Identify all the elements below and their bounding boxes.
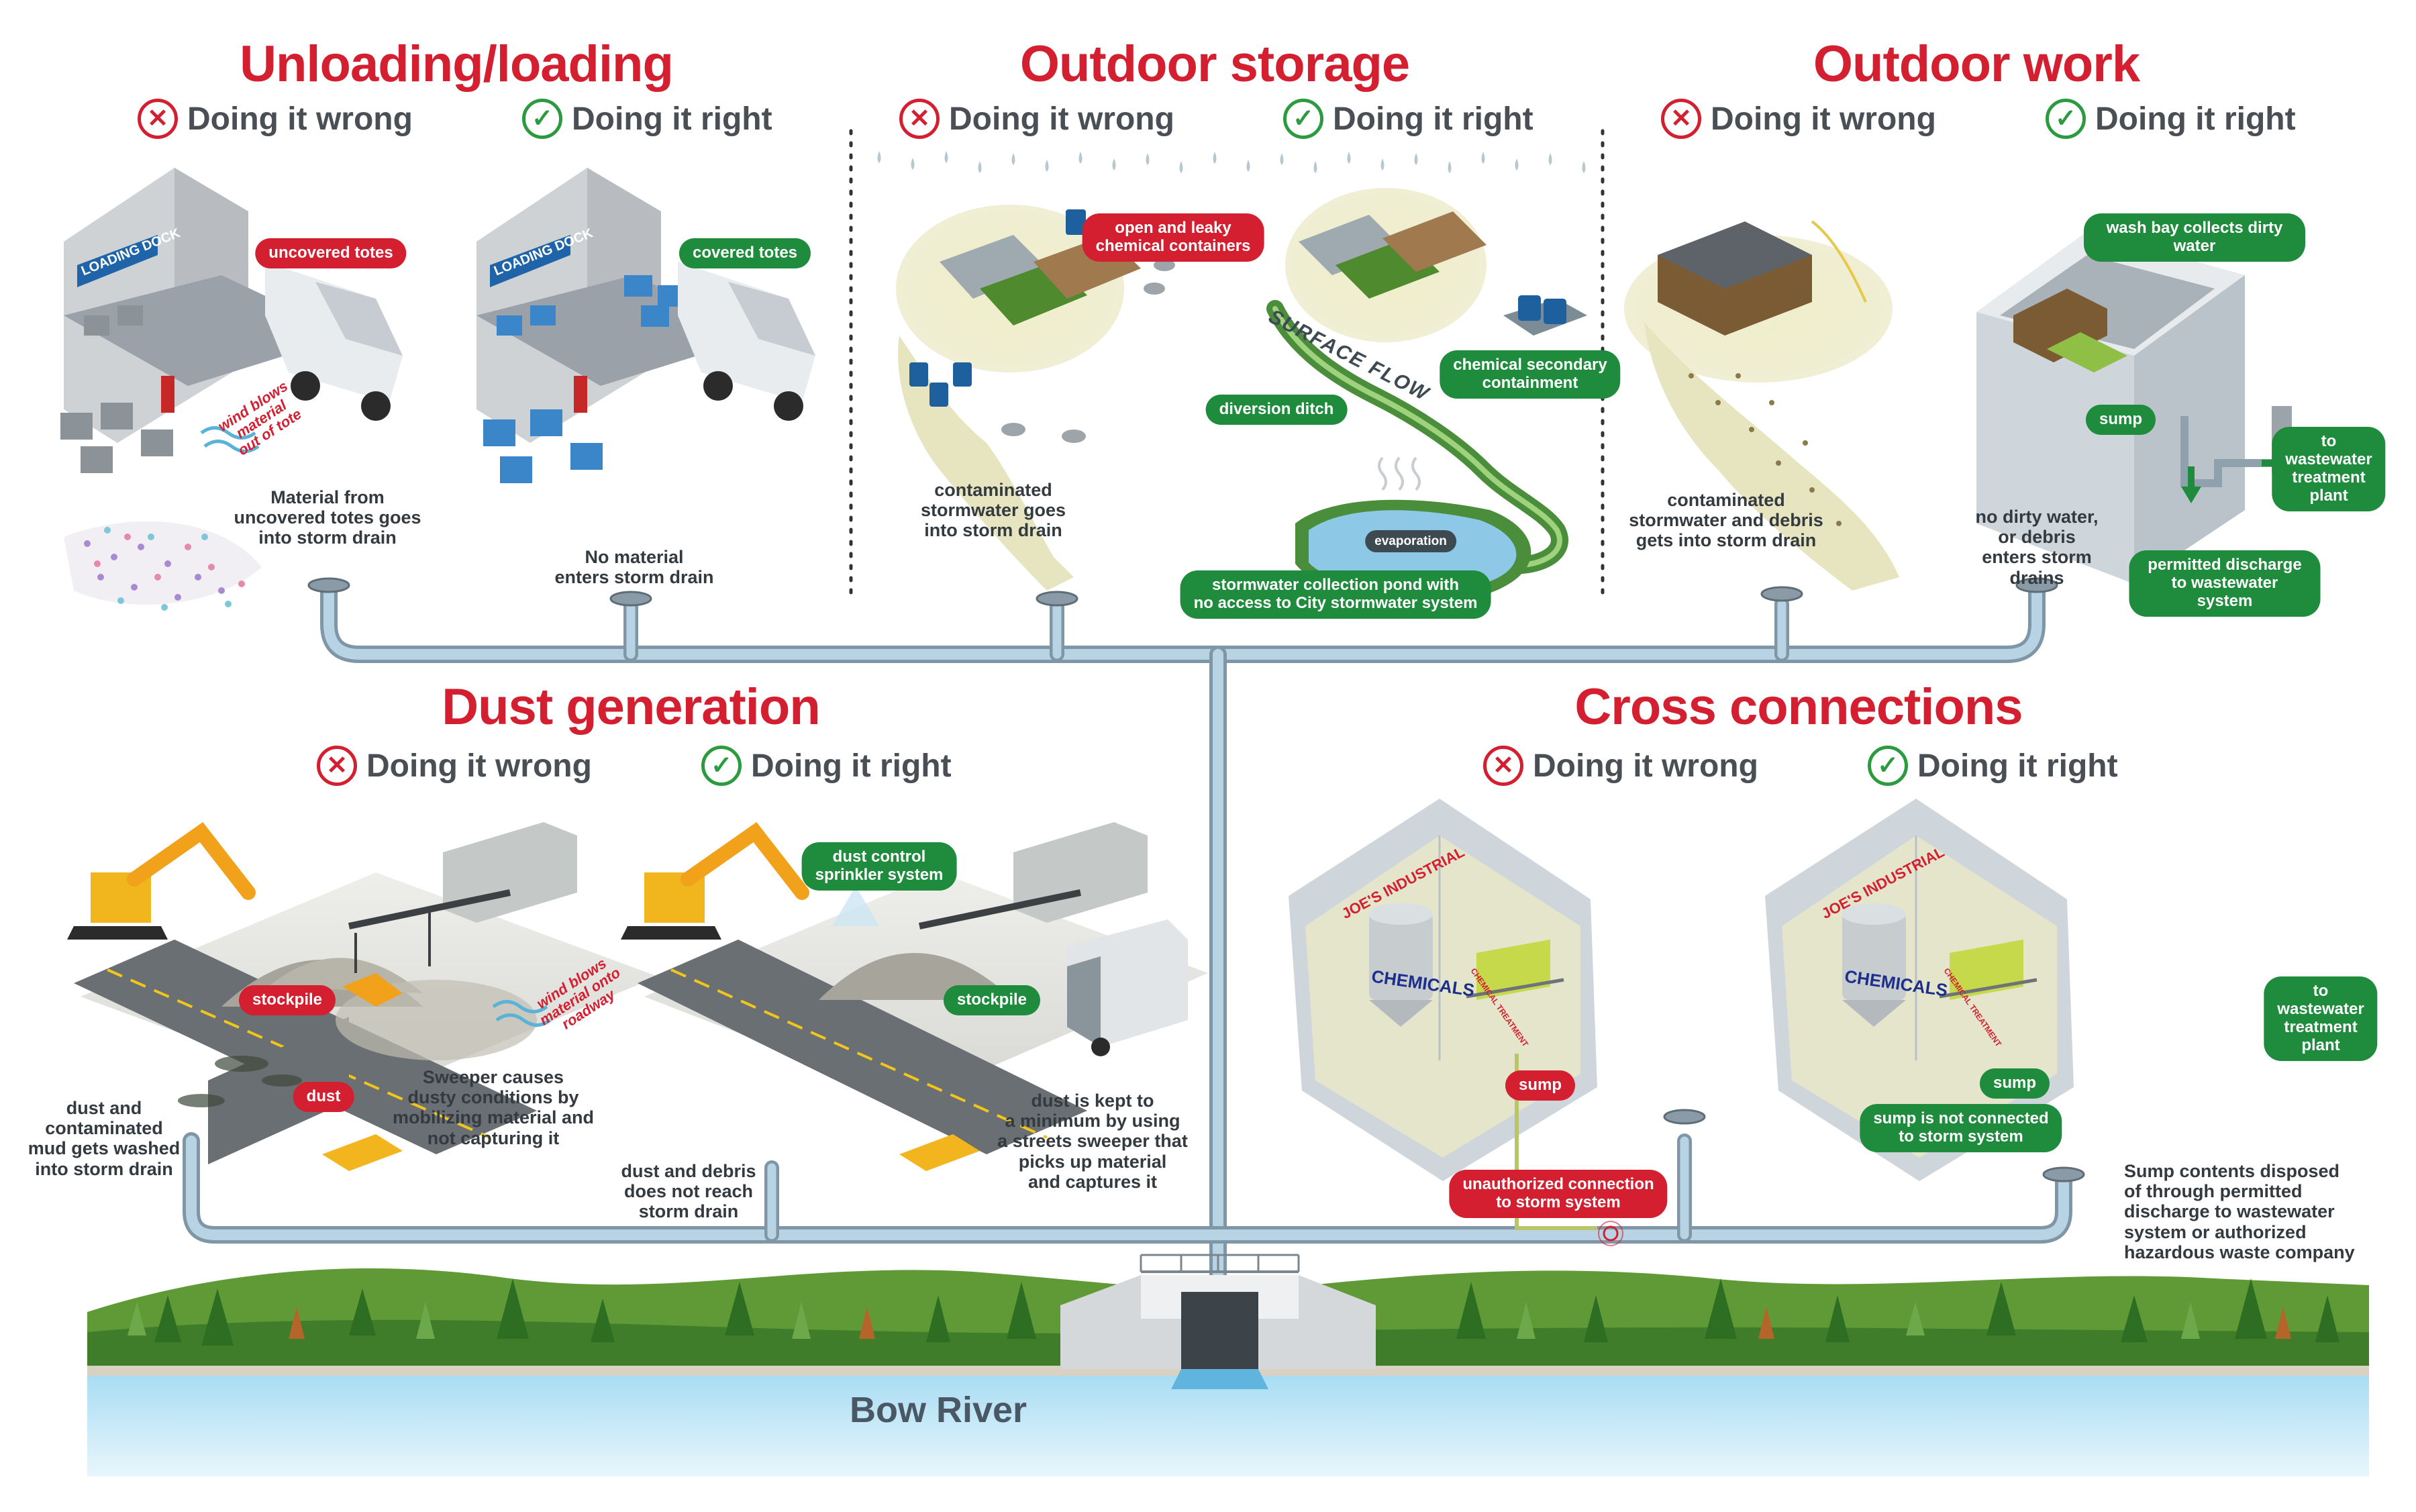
outdoor-work-right-scene	[1976, 232, 2299, 584]
label-wash-bay: wash bay collects dirty water	[2084, 213, 2305, 262]
check-circle-icon: ✓	[1868, 746, 1908, 786]
check-circle-icon: ✓	[522, 99, 562, 139]
x-circle-icon: ✕	[138, 99, 178, 139]
storm-drain-grates	[307, 577, 2085, 1182]
dust-wrong-heading: ✕Doing it wrong	[317, 746, 592, 786]
unloading-wrong-heading: ✕Doing it wrong	[138, 99, 413, 139]
caption-outdoor-work-wrong: contaminated stormwater and debris gets …	[1629, 490, 1823, 551]
label-sump-cross-right: sump	[1979, 1068, 2050, 1099]
label-leaky-containers: open and leaky chemical containers	[1082, 213, 1264, 262]
label-sump-not-connected: sump is not connected to storm system	[1860, 1104, 2062, 1152]
caption-debris: dust and debris does not reach storm dra…	[621, 1161, 756, 1222]
label-permitted-discharge: permitted discharge to wastewater system	[2129, 550, 2321, 617]
outdoor-work-right-heading: ✓Doing it right	[2046, 99, 2296, 139]
label-sprinkler: dust control sprinkler system	[801, 842, 957, 891]
caption-storage-wrong: contaminated stormwater goes into storm …	[920, 480, 1066, 541]
dust-right-scene	[621, 821, 1208, 1171]
check-circle-icon: ✓	[1283, 99, 1323, 139]
label-secondary-containment: chemical secondary containment	[1440, 350, 1621, 399]
caption-unloading-wrong: Material from uncovered totes goes into …	[234, 487, 421, 548]
label-uncovered-totes: uncovered totes	[255, 238, 407, 268]
label-dust: dust	[293, 1082, 354, 1112]
unloading-right-heading: ✓Doing it right	[522, 99, 772, 139]
caption-unloading-right: No material enters storm drain	[554, 547, 714, 588]
storage-wrong-scene	[877, 151, 1586, 591]
outdoor-work-wrong-heading: ✕Doing it wrong	[1661, 99, 1936, 139]
label-stockpile-right: stockpile	[943, 985, 1041, 1015]
label-stockpile-wrong: stockpile	[238, 985, 336, 1015]
label-sump-cross-wrong: sump	[1505, 1070, 1576, 1101]
label-sump-work: sump	[2085, 405, 2156, 435]
label-to-wastewater-cross: to wastewater treatment plant	[2264, 976, 2378, 1061]
caption-sweeper-wrong: Sweeper causes dusty conditions by mobil…	[392, 1067, 595, 1148]
outdoor-work-wrong-scene	[1624, 220, 1899, 591]
x-circle-icon: ✕	[1483, 746, 1523, 786]
label-diversion-ditch: diversion ditch	[1205, 395, 1348, 425]
cross-right-heading: ✓Doing it right	[1868, 746, 2118, 786]
caption-sump-contents: Sump contents disposed of through permit…	[2124, 1161, 2355, 1262]
storage-right-heading: ✓Doing it right	[1283, 99, 1533, 139]
check-circle-icon: ✓	[2046, 99, 2086, 139]
x-circle-icon: ✕	[1661, 99, 1701, 139]
label-bow-river: Bow River	[849, 1390, 1027, 1430]
label-evaporation: evaporation	[1365, 530, 1456, 553]
unloading-wrong-scene	[60, 168, 403, 611]
label-to-wastewater-work: to wastewater treatment plant	[2272, 427, 2386, 511]
title-dust-generation: Dust generation	[442, 678, 820, 736]
storage-wrong-heading: ✕Doing it wrong	[899, 99, 1174, 139]
check-circle-icon: ✓	[701, 746, 742, 786]
dust-right-heading: ✓Doing it right	[701, 746, 952, 786]
caption-outdoor-work-right: no dirty water, or debris enters storm d…	[1975, 507, 2099, 588]
label-unauthorized-connection: unauthorized connection to storm system	[1449, 1170, 1668, 1218]
label-collection-pond: stormwater collection pond with no acces…	[1180, 570, 1491, 619]
title-outdoor-work: Outdoor work	[1813, 36, 2140, 93]
cross-wrong-heading: ✕Doing it wrong	[1483, 746, 1758, 786]
dust-wrong-scene	[67, 821, 658, 1171]
title-unloading: Unloading/loading	[240, 36, 674, 93]
title-outdoor-storage: Outdoor storage	[1019, 36, 1410, 93]
x-circle-icon: ✕	[317, 746, 357, 786]
label-covered-totes: covered totes	[678, 238, 811, 268]
title-cross-connections: Cross connections	[1574, 678, 2023, 736]
landscape	[87, 1254, 2369, 1476]
unloading-right-scene	[476, 168, 815, 483]
caption-sweeper-right: dust is kept to a minimum by using a str…	[997, 1091, 1188, 1192]
storm-pipe-network	[183, 581, 2072, 1284]
caption-mud: dust and contaminated mud gets washed in…	[28, 1098, 181, 1179]
x-circle-icon: ✕	[899, 99, 940, 139]
